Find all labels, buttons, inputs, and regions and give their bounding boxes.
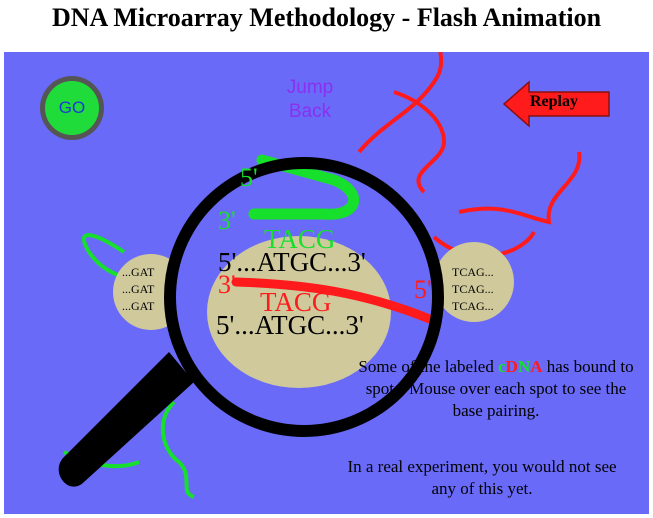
green-strand — [248, 154, 360, 220]
right-spot-sequences[interactable]: TCAG... TCAG... TCAG... — [452, 264, 494, 315]
replay-arrow — [502, 80, 610, 128]
cdna-a-letter: A — [530, 357, 543, 376]
bottom-strand-sequence: 5'...ATGC...3' — [216, 310, 364, 340]
top-strand-sequence: 5'...ATGC...3' — [218, 247, 366, 277]
scene-graphics — [58, 52, 610, 499]
red-5prime-label: 5' — [414, 275, 432, 304]
go-label: GO — [45, 81, 99, 135]
instruction-part1: Some of the labeled — [358, 357, 499, 376]
instruction-text: Some of the labeled cDNA has bound to sp… — [354, 356, 638, 422]
left-spot-line1: ...GAT — [122, 265, 155, 279]
cdna-c-letter: c — [498, 357, 506, 376]
page-title: DNA Microarray Methodology - Flash Anima… — [51, 3, 602, 32]
cdna-n-letter: N — [517, 357, 531, 376]
red-strand-squiggle-right — [458, 151, 582, 225]
left-spot-line2: ...GAT — [122, 282, 155, 296]
green-strand-squiggle-bottom — [160, 400, 195, 499]
green-5prime-label: 5' — [240, 163, 258, 192]
jump-back-button[interactable]: Jump Back — [270, 76, 350, 124]
red-sequence: TACG — [260, 287, 332, 317]
red-strand-squiggle-top2 — [393, 90, 447, 194]
experiment-note: In a real experiment, you would not see … — [347, 457, 617, 498]
animation-stage[interactable]: GO Jump Back Replay ...GAT ...GAT ...GAT… — [4, 52, 649, 514]
left-spot-line3: ...GAT — [122, 299, 155, 313]
jump-back-line2: Back — [288, 101, 332, 122]
magnifier-handle — [58, 352, 194, 487]
right-spot-line1: TCAG... — [452, 265, 494, 279]
green-sequence: TACG — [264, 224, 336, 254]
magnified-spot-fill — [207, 236, 391, 388]
jump-back-line1: Jump — [286, 77, 334, 98]
red-3prime-label: 3' — [218, 270, 236, 299]
instruction-part2: has bound to spots. Mouse over each spot… — [365, 357, 634, 420]
go-button[interactable]: GO — [40, 76, 104, 140]
red-strand — [231, 277, 437, 325]
left-spot-sequences[interactable]: ...GAT ...GAT ...GAT — [122, 264, 154, 315]
microarray-spot-right — [434, 242, 514, 322]
right-spot-line3: TCAG... — [452, 299, 494, 313]
magnifier-ring — [164, 157, 444, 437]
green-3prime-label: 3' — [218, 206, 236, 235]
right-spot-line2: TCAG... — [452, 282, 494, 296]
cdna-d-letter: D — [505, 357, 518, 376]
replay-button[interactable]: Replay — [530, 93, 578, 110]
red-strand-squiggle-top — [357, 52, 444, 154]
